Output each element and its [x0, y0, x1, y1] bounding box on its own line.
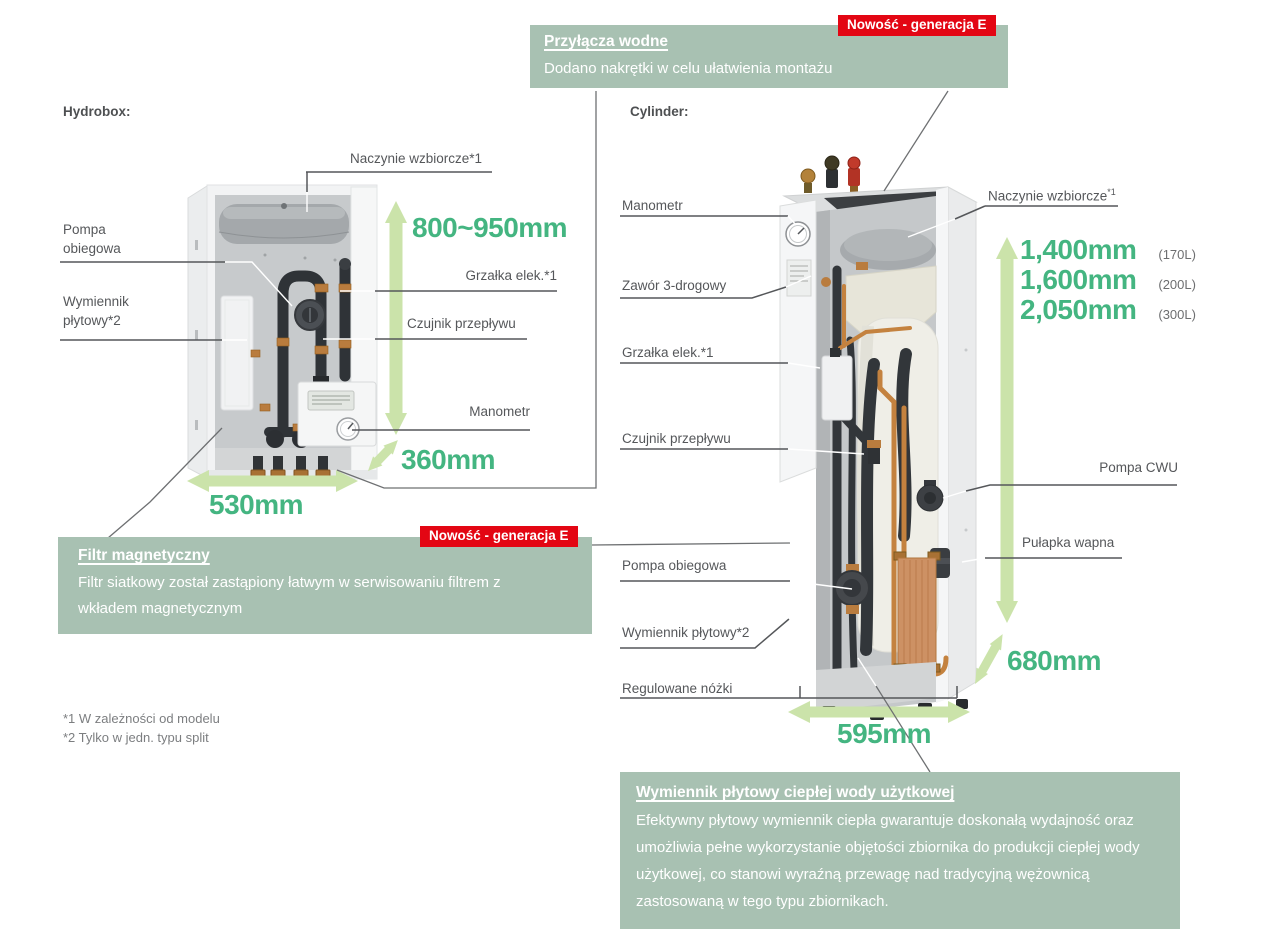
cylinder-height-dimensions: 1,400mm (170L) 1,600mm (200L) 2,050mm (300L…: [1020, 234, 1196, 325]
cylinder-plate-heat-exchanger: [893, 551, 941, 673]
cylinder-label-expansion-vessel: Naczynie wzbiorcze*1: [988, 187, 1116, 204]
height-capacity: (200L): [1158, 277, 1196, 292]
cylinder-expansion-vessel: [840, 229, 936, 270]
callout-text: Efektywny płytowy wymiennik ciepła gwara…: [636, 812, 1140, 910]
cylinder-label-3way-valve: Zawór 3-drogowy: [622, 278, 727, 293]
height-value: 2,050mm: [1020, 294, 1137, 325]
cylinder-section-title: Cylinder:: [630, 104, 689, 119]
hydrobox-control-panel: [297, 381, 377, 447]
cylinder-door: [779, 199, 817, 483]
cylinder-label-scale-trap: Pułapka wapna: [1022, 535, 1115, 550]
callout-text: Filtr siatkowy został zastąpiony łatwym …: [78, 574, 501, 617]
cylinder-label-flow-sensor: Czujnik przepływu: [622, 431, 731, 446]
cylinder-label-dhw-pump: Pompa CWU: [1099, 460, 1178, 475]
cylinder-top-valves: [800, 155, 861, 193]
hydrobox-width-dimension: 530mm: [209, 489, 304, 520]
hydrobox-label-expansion-vessel: Naczynie wzbiorcze*1: [350, 151, 483, 166]
cylinder-dhw-pump: [916, 480, 944, 512]
cylinder-width-dimension: 595mm: [837, 718, 932, 749]
cylinder-flow-sensor: [867, 440, 881, 464]
hydrobox-label-plate-exchanger: Wymiennik płytowy*2: [63, 294, 129, 328]
hydrobox-label-flow-sensor: Czujnik przepływu: [407, 316, 516, 331]
cylinder-label-feet: Regulowane nóżki: [622, 681, 733, 696]
hydrobox-height-dimension: 800~950mm: [412, 212, 568, 243]
footnote-marker: *1: [1107, 187, 1116, 197]
footnote-2: *2 Tylko w jedn. typu split: [63, 730, 209, 745]
hydrobox-label-pump: Pompa obiegowa: [63, 222, 121, 256]
cylinder-3way-valve: [821, 277, 831, 287]
callout-text: Dodano nakrętki w celu ułatwienia montaż…: [544, 60, 833, 77]
new-generation-badge: Nowość - generacja E: [420, 526, 578, 547]
callout-title: Wymiennik płytowy ciepłej wody użytkowej: [636, 784, 955, 801]
height-value: 1,400mm: [1020, 234, 1137, 265]
magnetic-filter-callout: Filtr magnetyczny Filtr siatkowy został …: [58, 537, 592, 634]
hydrobox-illustration: [187, 184, 378, 486]
cylinder-label-heater: Grzałka elek.*1: [622, 345, 714, 360]
hydrobox-expansion-vessel: [218, 203, 350, 244]
hydrobox-depth-dimension: 360mm: [401, 444, 496, 475]
height-capacity: (300L): [1158, 307, 1196, 322]
hydrobox-label-manometer: Manometr: [469, 404, 530, 419]
cylinder-depth-dimension: 680mm: [1007, 645, 1102, 676]
cylinder-illustration: [779, 155, 978, 720]
new-generation-badge: Nowość - generacja E: [838, 15, 996, 36]
hydrobox-section-title: Hydrobox:: [63, 104, 131, 119]
footnote-1: *1 W zależności od modelu: [63, 711, 220, 726]
hydrobox-pump: [294, 299, 326, 331]
cylinder-label-plate-exchanger: Wymiennik płytowy*2: [622, 625, 750, 640]
callout-title: Filtr magnetyczny: [78, 547, 210, 564]
cylinder-heater-box: [821, 348, 853, 421]
water-connections-callout: Przyłącza wodne Dodano nakrętki w celu u…: [530, 25, 1008, 88]
hydrobox-label-heater: Grzałka elek.*1: [465, 268, 557, 283]
height-capacity: (170L): [1158, 247, 1196, 262]
callout-title: Przyłącza wodne: [544, 33, 669, 50]
height-value: 1,600mm: [1020, 264, 1137, 295]
cylinder-label-pump: Pompa obiegowa: [622, 558, 727, 573]
dhw-plate-exchanger-callout: Wymiennik płytowy ciepłej wody użytkowej…: [620, 772, 1180, 929]
hydrobox-plate-heat-exchanger: [220, 295, 254, 411]
cylinder-label-manometer: Manometr: [622, 198, 683, 213]
